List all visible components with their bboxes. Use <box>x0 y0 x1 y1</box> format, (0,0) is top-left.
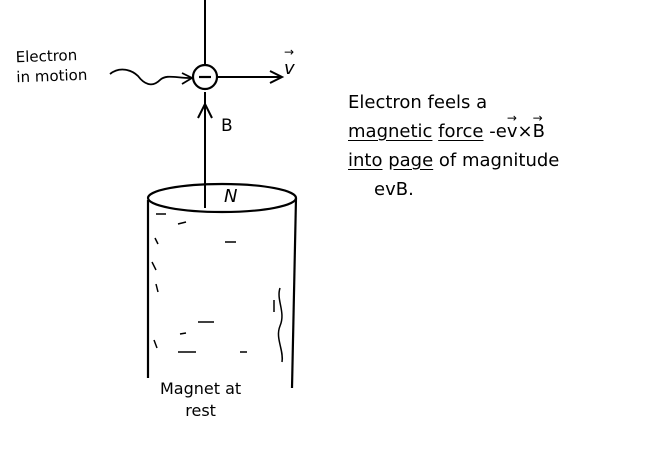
electron-pointer-arrowhead <box>181 72 194 85</box>
electron-label-line1: Electron <box>15 46 78 67</box>
velocity-label: v <box>284 45 295 79</box>
note-v-vector: v <box>507 104 518 146</box>
note-of-magnitude: of magnitude <box>438 150 560 171</box>
force-note: Electron feels a magnetic force -ev×B in… <box>348 88 559 204</box>
north-pole-label: N <box>224 186 238 207</box>
electron-label: Electron in motion <box>15 45 87 87</box>
note-magnetic: magnetic <box>348 121 433 142</box>
magnet-right-side <box>290 197 298 389</box>
magnet-label-line1: Magnet at <box>160 379 242 398</box>
electron-label-line2: in motion <box>16 65 88 87</box>
note-into: into <box>348 150 383 171</box>
magnet-top-ellipse <box>146 182 298 214</box>
note-line3: into page of magnitude <box>348 146 559 175</box>
note-page: page <box>388 150 434 171</box>
electron-circle <box>191 63 219 91</box>
note-line4: evB. <box>374 179 414 200</box>
field-arrowhead <box>197 101 213 119</box>
note-cross: × <box>517 121 533 142</box>
magnet-label-line2: rest <box>185 401 216 420</box>
note-B-vector: B <box>533 104 545 146</box>
note-force: force <box>438 121 484 142</box>
note-line1: Electron feels a <box>348 92 488 113</box>
note-minus-e: -e <box>489 121 507 142</box>
note-line2: magnetic force -ev×B <box>348 104 559 146</box>
velocity-symbol: v <box>284 45 295 79</box>
magnet-label: Magnet at rest <box>160 378 241 422</box>
velocity-arrowhead <box>269 70 285 84</box>
magnet-hatching <box>151 213 284 363</box>
electron-pointer-squiggle <box>109 68 192 86</box>
field-label: B <box>221 116 233 136</box>
